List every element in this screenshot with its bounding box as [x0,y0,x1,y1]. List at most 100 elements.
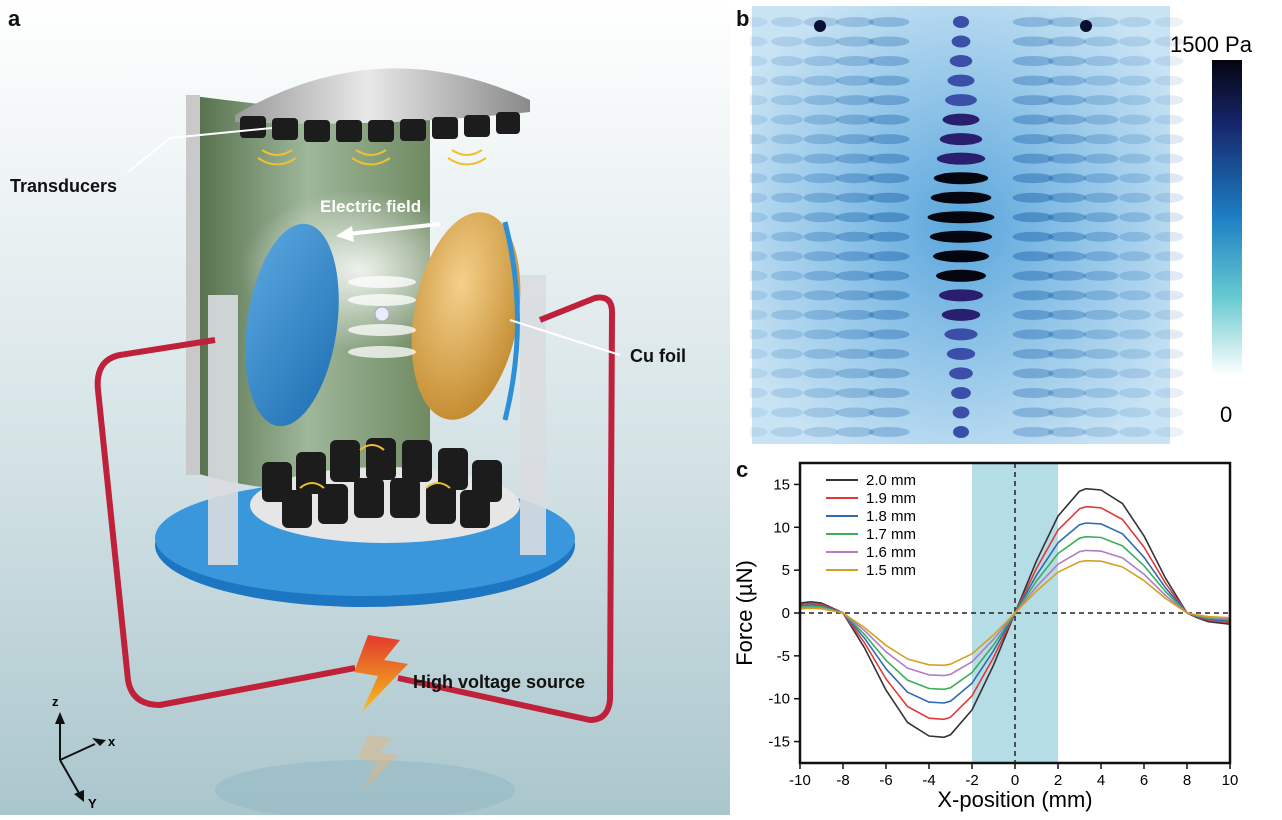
field-ripple [1154,387,1184,398]
field-ripple [1012,75,1054,86]
field-ripple [1154,153,1184,164]
field-node [936,152,986,165]
field-node [942,113,980,126]
field-ripple [1154,348,1184,359]
field-ripple [771,173,803,184]
zero-reference-lines [800,463,1230,763]
field-node [933,250,989,263]
axis-z-label: z [52,694,59,709]
field-ripple [803,387,839,398]
field-ripple [1083,153,1119,164]
field-node [951,386,971,399]
y-tick-label: -10 [768,691,790,708]
x-tick-label: 0 [1011,772,1019,789]
field-ripple [1154,309,1184,320]
field-ripple [771,75,803,86]
field-ripple [1048,309,1086,320]
y-tick-label: 15 [773,476,790,493]
axis-x-label: x [108,734,116,749]
field-ripple [1012,251,1054,262]
x-tick-label: 6 [1140,772,1148,789]
field-ripple [1083,329,1119,340]
electric-field-arrowhead [336,226,354,242]
field-ripple [836,387,874,398]
field-ripple [1083,114,1119,125]
field-ripple [1012,348,1054,359]
field-ripple [1083,36,1119,47]
wire-left [94,337,356,708]
field-ripple [1012,114,1054,125]
field-ripple [1154,329,1184,340]
field-ripple [1012,192,1054,203]
field-ripple [1012,95,1054,106]
field-ripple [1154,17,1184,27]
field-ripple [1048,114,1086,125]
field-ripple [1048,212,1086,223]
field-ripple [836,114,874,125]
field-ripple [771,348,803,359]
field-ripple [868,75,910,86]
field-ripple [771,270,803,281]
field-ripple [868,348,910,359]
field-ripple [1083,231,1119,242]
field-ripple [836,36,874,47]
field-ripple [1048,290,1086,301]
field-ripple [1048,192,1086,203]
field-ripple [1012,309,1054,320]
field-ripple [1083,290,1119,301]
series-line [799,559,1231,667]
field-ripple [803,153,839,164]
field-ripple [1154,368,1184,379]
field-ripple [836,75,874,86]
field-ripple [1012,212,1054,223]
field-ripple [803,368,839,379]
field-ripple [1048,407,1086,418]
field-ripple [836,427,874,437]
field-ripple [803,407,839,418]
field-ripple [1012,173,1054,184]
field-ripple [836,17,874,27]
levitator-schematic: Transducers Electric field Cu foil High … [0,0,730,820]
field-ripple [1119,56,1151,67]
field-ripple [868,36,910,47]
field-ripple [1083,212,1119,223]
field-ripple [868,329,910,340]
lightning-bolt-reflection [358,735,398,790]
field-ripple [1154,427,1184,437]
field-ripple [803,114,839,125]
panel-letter-a: a [8,6,21,31]
field-ripple [1119,329,1151,340]
axis-triad [59,722,96,796]
x-tick-label: 8 [1183,772,1191,789]
colorbar [1212,60,1242,375]
pressure-node [348,276,416,288]
field-ripple [803,309,839,320]
field-ripple [1119,387,1151,398]
field-ripple [1012,231,1054,242]
field-ripple [1119,173,1151,184]
field-ripple [1154,192,1184,203]
field-ripple [803,290,839,301]
field-ripple [1048,231,1086,242]
legend-label: 2.0 mm [866,472,916,489]
field-ripple [1154,75,1184,86]
field-ripple [771,192,803,203]
field-ripple [771,309,803,320]
field-ripple [1083,270,1119,281]
x-tick-label: -4 [922,772,935,789]
field-ripple [1154,36,1184,47]
field-ripple [1048,17,1086,27]
field-ripple [836,212,874,223]
field-node [952,16,970,28]
field-ripple [771,17,803,27]
field-ripple [1119,75,1151,86]
field-ripple [836,290,874,301]
field-ripple [771,368,803,379]
field-ripple [1119,251,1151,262]
field-node [945,94,977,107]
axis-y-label: Y [88,796,97,811]
field-ripple [1012,36,1054,47]
field-ripple [771,153,803,164]
